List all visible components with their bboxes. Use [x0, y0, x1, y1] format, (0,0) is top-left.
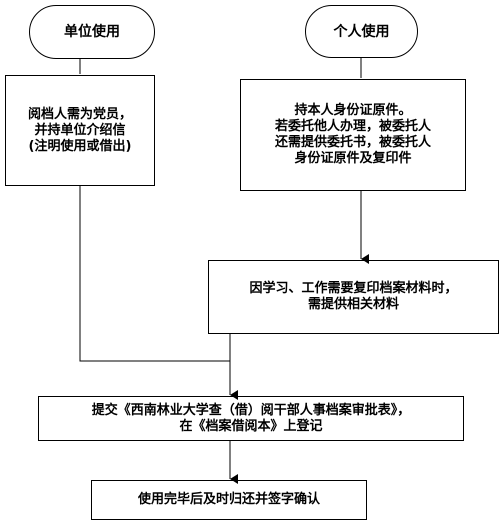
unit-requirement-line-1: 阅档人需为党员， — [27, 106, 132, 122]
copy-requirement-box: 因学习、工作需要复印档案材料时， 需提供相关材料 — [208, 260, 499, 334]
return-and-sign-label: 使用完毕后及时归还并签字确认 — [137, 492, 320, 507]
unit-requirement-box: 阅档人需为党员， 并持单位介绍信 (注明使用或借出) — [5, 75, 155, 186]
personal-requirement-line-2: 若委托他人办理，被委托人 — [274, 119, 431, 134]
personal-requirement-line-1: 持本人身份证原件。 — [294, 103, 412, 118]
copy-requirement-line-2: 需提供相关材料 — [307, 297, 399, 312]
unit-requirement-text: 阅档人需为党员， 并持单位介绍信 (注明使用或借出) — [28, 107, 132, 155]
unit-requirement-line-3: (注明使用或借出) — [28, 138, 132, 154]
start-unit-use-label: 单位使用 — [64, 24, 120, 40]
personal-requirement-line-3: 还需提供委托书，被委托人 — [274, 135, 431, 150]
unit-requirement-line-2: 并持单位介绍信 — [34, 122, 126, 138]
submit-approval-form-text: 提交《西南林业大学查（借）阅干部人事档案审批表》， 在《档案借阅本》上登记 — [92, 403, 411, 435]
submit-approval-form-line-2: 在《档案借阅本》上登记 — [179, 418, 323, 434]
start-unit-use-node: 单位使用 — [29, 5, 155, 59]
personal-requirement-line-4: 身份证原件及复印件 — [294, 151, 412, 166]
personal-requirement-text: 持本人身份证原件。 若委托他人办理，被委托人 还需提供委托书，被委托人 身份证原… — [275, 103, 431, 167]
start-personal-use-node: 个人使用 — [305, 5, 418, 58]
submit-approval-form-box: 提交《西南林业大学查（借）阅干部人事档案审批表》， 在《档案借阅本》上登记 — [38, 396, 464, 441]
copy-requirement-text: 因学习、工作需要复印档案材料时， 需提供相关材料 — [249, 281, 457, 313]
submit-approval-form-line-1: 提交《西南林业大学查（借）阅干部人事档案审批表》， — [91, 402, 411, 418]
return-and-sign-box: 使用完毕后及时归还并签字确认 — [91, 480, 367, 520]
start-personal-use-label: 个人使用 — [333, 23, 390, 40]
connector-unit-requirement-to-merge — [79, 186, 230, 362]
copy-requirement-line-1: 因学习、工作需要复印档案材料时， — [249, 281, 458, 296]
personal-requirement-box: 持本人身份证原件。 若委托他人办理，被委托人 还需提供委托书，被委托人 身份证原… — [240, 79, 466, 191]
